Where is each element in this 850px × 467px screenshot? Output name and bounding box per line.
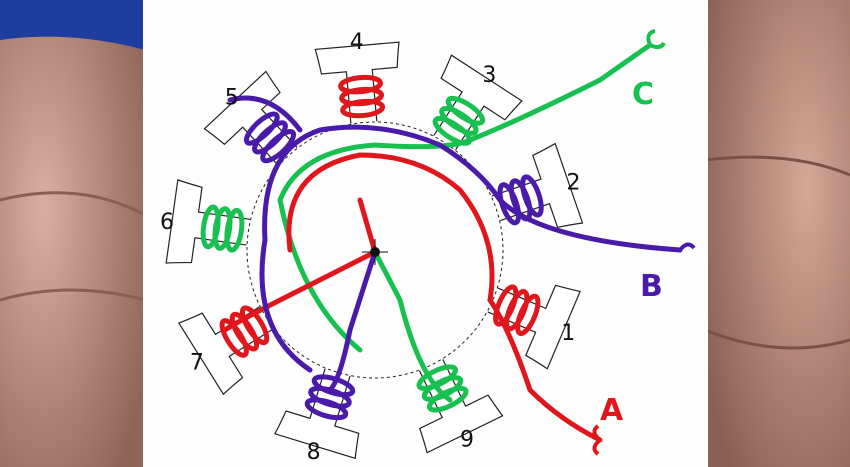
phase-a-label: A (600, 393, 624, 428)
tooth-label-1: 1 (561, 321, 575, 346)
right-hand (704, 0, 850, 467)
coil-tooth-8 (304, 374, 356, 421)
coil-tooth-2 (497, 174, 544, 226)
tooth-label-3: 3 (482, 63, 496, 88)
tooth-label-5: 5 (225, 85, 239, 110)
tooth-label-4: 4 (350, 30, 364, 55)
left-hand (0, 36, 146, 467)
coil-tooth-6 (200, 204, 245, 253)
coil-tooth-1 (493, 284, 541, 336)
coil-tooth-9 (416, 364, 469, 413)
coils (200, 74, 544, 421)
coil-tooth-7 (219, 305, 270, 358)
stator-ring (246, 121, 504, 379)
tooth-label-6: 6 (160, 210, 174, 235)
tooth-label-7: 7 (190, 350, 204, 375)
tooth-label-8: 8 (307, 440, 321, 465)
terminal-c: C (632, 29, 666, 112)
phase-b-label: B (640, 269, 663, 304)
phase-c-label: C (632, 77, 654, 112)
coil-tooth-4 (338, 74, 386, 119)
terminal-b: B (640, 242, 696, 304)
tooth-label-2: 2 (567, 171, 581, 196)
stator-tooth-4 (314, 41, 400, 124)
terminal-a: A (592, 393, 624, 456)
coil-tooth-5 (243, 111, 297, 164)
tooth-labels: 1 2 3 4 5 6 7 8 9 (160, 30, 581, 465)
tooth-label-9: 9 (460, 428, 474, 453)
center-pivot-icon (362, 239, 388, 265)
coil-tooth-3 (432, 95, 486, 146)
